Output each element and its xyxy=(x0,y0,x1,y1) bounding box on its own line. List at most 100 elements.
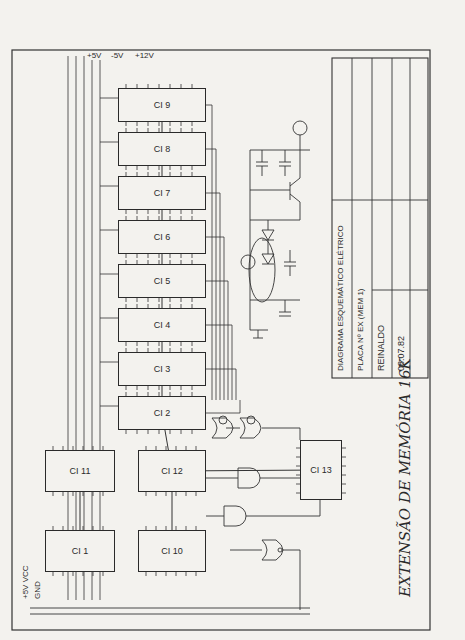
wire xyxy=(126,122,127,126)
wire xyxy=(181,210,182,214)
ic-chip: CI 9 xyxy=(118,88,206,122)
wire xyxy=(83,492,84,496)
bus-connector xyxy=(162,254,163,264)
wire xyxy=(159,122,160,126)
wire xyxy=(148,342,149,346)
ic-chip: CI 12 xyxy=(138,450,206,492)
wire xyxy=(232,325,233,400)
chip-label: CI 11 xyxy=(67,466,94,476)
wire xyxy=(342,466,346,467)
schematic-label: PLACA Nº EX (MEM 1) xyxy=(357,288,365,373)
wire xyxy=(176,572,177,576)
wire xyxy=(100,186,118,187)
chip-label: CI 10 xyxy=(158,546,186,556)
wire xyxy=(148,386,149,390)
wire xyxy=(166,492,167,496)
chip-label: CI 8 xyxy=(151,144,174,154)
wire xyxy=(137,254,138,258)
ic-chip: CI 4 xyxy=(118,308,206,342)
wire xyxy=(83,572,84,576)
wire xyxy=(137,386,138,390)
chip-label: CI 3 xyxy=(151,364,174,374)
wire xyxy=(192,210,193,214)
wire xyxy=(216,149,217,400)
chip-label: CI 9 xyxy=(151,100,174,110)
wire xyxy=(342,475,346,476)
schematic-label: GND xyxy=(34,580,42,600)
wire xyxy=(181,430,182,434)
schematic-label: -5V xyxy=(110,52,124,60)
wire xyxy=(137,210,138,214)
chip-label: CI 12 xyxy=(158,466,186,476)
wire xyxy=(196,492,197,496)
bus-connector xyxy=(162,166,163,176)
wire xyxy=(192,122,193,126)
wire xyxy=(100,318,118,319)
wire xyxy=(137,342,138,346)
wire xyxy=(103,572,104,576)
wire xyxy=(206,149,216,150)
schematic-label: DIAGRAMA ESQUEMÁTICO ELÉTRICO xyxy=(337,224,345,372)
ic-chip: CI 7 xyxy=(118,176,206,210)
wire xyxy=(146,492,147,496)
wire xyxy=(100,142,118,143)
wire xyxy=(156,572,157,576)
wire xyxy=(342,493,346,494)
wire xyxy=(159,298,160,302)
chip-label: CI 1 xyxy=(69,546,92,556)
wire xyxy=(137,430,138,434)
wire xyxy=(126,298,127,302)
wire xyxy=(100,56,101,600)
bus-connector xyxy=(162,210,163,220)
wire xyxy=(100,98,118,99)
wire xyxy=(192,298,193,302)
wire xyxy=(181,166,182,170)
wire xyxy=(170,254,171,258)
wire xyxy=(224,237,225,400)
wire xyxy=(206,325,232,326)
wire xyxy=(93,572,94,576)
wire xyxy=(170,166,171,170)
wire xyxy=(100,362,118,363)
wire xyxy=(159,254,160,258)
wire xyxy=(159,386,160,390)
wire xyxy=(148,166,149,170)
wire xyxy=(126,166,127,170)
schematic-label: REINALDO xyxy=(377,324,386,372)
wire xyxy=(93,492,94,496)
wire xyxy=(100,230,118,231)
wire xyxy=(159,210,160,214)
wire xyxy=(176,492,177,496)
wire xyxy=(103,492,104,496)
wire xyxy=(146,572,147,576)
wire xyxy=(148,210,149,214)
wire xyxy=(186,572,187,576)
chip-label: CI 7 xyxy=(151,188,174,198)
bus-connector xyxy=(206,470,300,472)
bus-connector xyxy=(172,492,173,530)
wire xyxy=(100,406,118,407)
wire xyxy=(137,298,138,302)
wire xyxy=(159,166,160,170)
wire xyxy=(126,386,127,390)
wire xyxy=(206,281,228,282)
wire xyxy=(166,572,167,576)
wire xyxy=(170,122,171,126)
ic-chip: CI 13 xyxy=(300,440,342,500)
wire xyxy=(206,105,212,106)
wire xyxy=(92,56,93,600)
wire xyxy=(206,369,236,370)
wire xyxy=(76,56,77,600)
chip-label: CI 13 xyxy=(307,465,335,475)
wire xyxy=(206,413,240,414)
schematic-label: +5V xyxy=(86,52,102,60)
ic-chip: CI 2 xyxy=(118,396,206,430)
wire xyxy=(186,492,187,496)
bus-connector xyxy=(162,298,163,308)
wire xyxy=(181,122,182,126)
wire xyxy=(148,298,149,302)
wire xyxy=(73,492,74,496)
ic-chip: CI 3 xyxy=(118,352,206,386)
wire xyxy=(156,492,157,496)
wire xyxy=(181,342,182,346)
